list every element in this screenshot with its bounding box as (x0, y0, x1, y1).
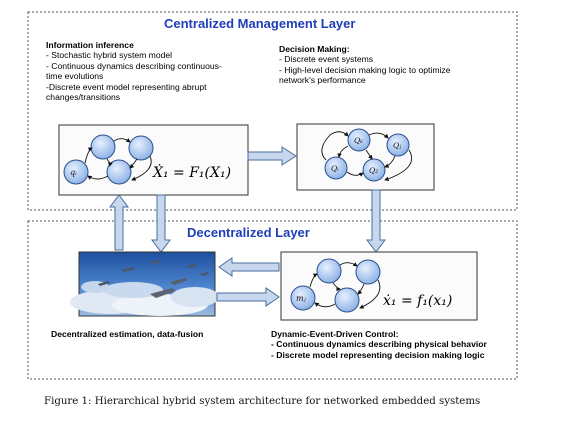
transition-arrow (131, 155, 152, 181)
right-down-arrow (366, 189, 386, 253)
dynamic-control-block: Dynamic-Event-Driven Control: - Continuo… (271, 329, 487, 360)
state-node (316, 258, 342, 284)
right-state-label-k: Qₖ (354, 136, 363, 145)
decentralized-layer-title: Decentralized Layer (187, 225, 310, 240)
transition-arrow (309, 273, 318, 288)
right-state-label-2: Q₂ (369, 166, 378, 175)
transition-arrow (87, 175, 109, 180)
transition-arrow (332, 282, 341, 292)
decentralized-layer-box (27, 220, 518, 380)
state-node (324, 156, 348, 180)
uav-swarm-photo (70, 251, 219, 317)
state-node (386, 133, 410, 157)
transition-arrow (106, 158, 113, 167)
transition-arrow (384, 155, 396, 168)
dynamic-control-line: - Continuous dynamics describing physica… (271, 339, 487, 350)
right-state-label-j: Qⱼ (393, 141, 401, 150)
transition-arrow (337, 145, 349, 158)
state-node (90, 134, 116, 160)
transition-arrow (384, 149, 413, 181)
dynamic-control-line: - Discrete model representing decision m… (271, 349, 485, 360)
transition-arrow (357, 283, 365, 295)
centralized-dynamics-formula: Ẋ₁ = F₁(X₁) (153, 165, 232, 181)
information-inference-heading: Information inference (46, 40, 134, 50)
transition-arrow (368, 132, 389, 139)
left-up-arrow (109, 194, 129, 251)
decentralized-dynamics-formula: ẋ₁ = f₁(x₁) (383, 293, 453, 309)
state-node (63, 159, 89, 185)
state-node (362, 158, 386, 182)
dynamic-control-heading: Dynamic-Event-Driven Control: (271, 329, 399, 339)
decision-line: - High-level decision making logic to op… (279, 64, 451, 75)
info-line: - Stochastic hybrid system model (46, 50, 173, 61)
bottom-right-arrow (216, 287, 280, 307)
transition-arrow (84, 147, 93, 164)
left-state-label: qᵢ (70, 168, 77, 177)
state-node (334, 287, 360, 313)
top-horizontal-arrow (247, 146, 297, 166)
state-node (128, 135, 154, 161)
transition-arrow (321, 131, 349, 161)
left-state-machine-box (58, 124, 249, 196)
transition-arrow (359, 279, 381, 309)
transition-arrow (129, 158, 138, 169)
transition-arrow (314, 302, 336, 308)
decision-making-heading: Decision Making: (279, 44, 350, 54)
bottom-state-label: mⱼ (296, 294, 307, 303)
information-inference-block: Information inference - Stochastic hybri… (46, 40, 222, 102)
state-node (106, 159, 132, 185)
right-state-graph (321, 128, 413, 182)
info-line: time evolutions (46, 71, 104, 82)
right-state-label-i: Qᵢ (331, 164, 339, 173)
decentralized-estimation-label: Decentralized estimation, data-fusion (51, 329, 204, 339)
bottom-left-arrow (218, 257, 280, 277)
decision-making-block: Decision Making: - Discrete event system… (279, 44, 450, 86)
transition-arrow (346, 171, 364, 177)
info-line: changes/transitions (46, 92, 121, 103)
transition-arrow (113, 138, 131, 143)
transition-arrow (339, 262, 358, 267)
info-line: - Continuous dynamics describing continu… (46, 60, 222, 71)
bottom-state-graph (290, 258, 381, 313)
centralized-layer-title: Centralized Management Layer (164, 16, 356, 31)
decision-line: - Discrete event systems (279, 54, 374, 65)
figure-caption: Figure 1: Hierarchical hybrid system arc… (44, 396, 481, 407)
state-node (290, 285, 316, 311)
state-node (355, 259, 381, 285)
info-line: -Discrete event model representing abrup… (46, 81, 207, 92)
left-down-arrow (151, 194, 171, 253)
left-state-graph (63, 134, 154, 185)
centralized-layer-box (27, 11, 518, 211)
decision-line: network's performance (279, 75, 366, 86)
state-node (347, 128, 371, 152)
bottom-state-machine-box (280, 251, 478, 321)
transition-arrow (365, 149, 373, 160)
